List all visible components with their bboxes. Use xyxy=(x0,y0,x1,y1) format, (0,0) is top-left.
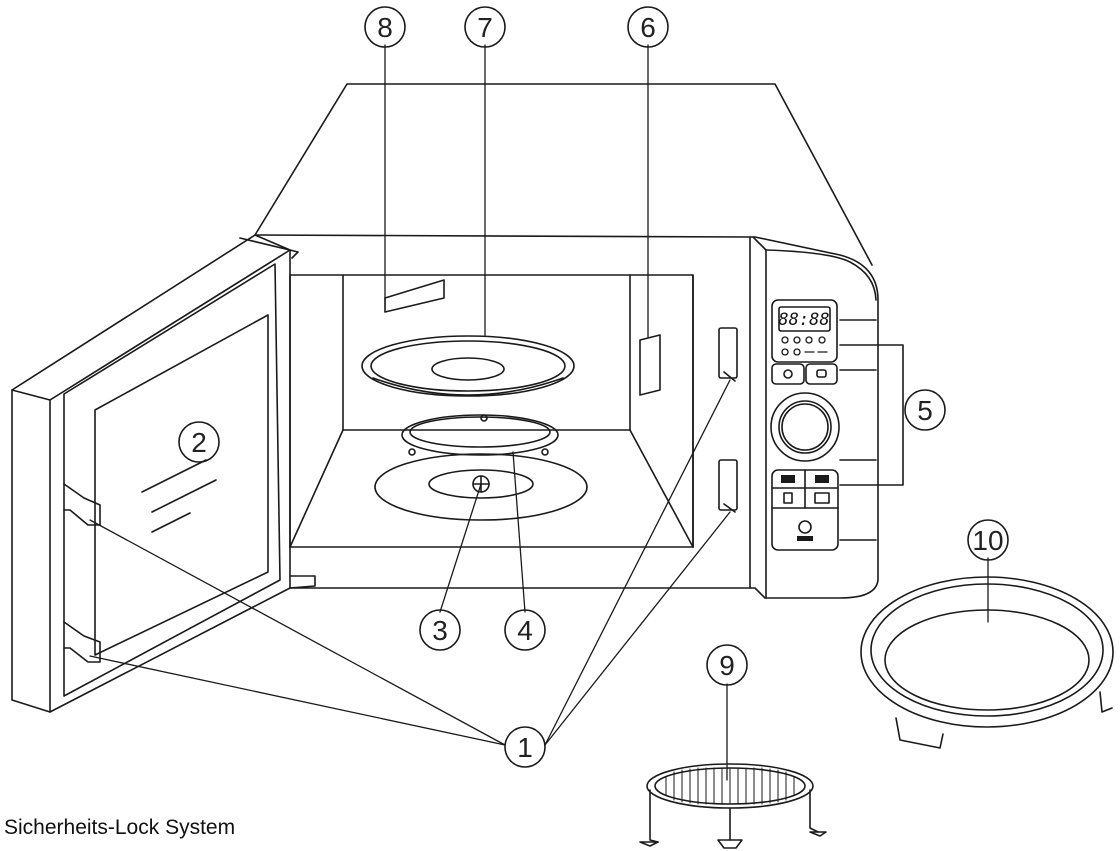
indicator-icons xyxy=(781,336,828,356)
control-dial[interactable] xyxy=(770,392,840,462)
callout-6: 6 xyxy=(627,6,669,48)
auto-cook-button[interactable] xyxy=(814,492,830,504)
callout-3: 3 xyxy=(419,609,461,651)
svg-text:10: 10 xyxy=(972,525,1003,556)
svg-text:1: 1 xyxy=(517,732,533,763)
callout-7: 7 xyxy=(464,6,506,48)
roller-ring xyxy=(401,414,559,456)
leader-lines xyxy=(89,44,989,781)
svg-text:5: 5 xyxy=(917,395,933,426)
callout-1: 1 xyxy=(504,726,546,768)
svg-text:8: 8 xyxy=(377,12,393,43)
menu-button[interactable] xyxy=(805,363,838,385)
control-panel: 88:88 xyxy=(770,299,840,551)
waveguide-cover xyxy=(384,279,445,313)
svg-text:3: 3 xyxy=(432,615,448,646)
bowl-icon xyxy=(816,369,827,378)
svg-text:7: 7 xyxy=(477,12,493,43)
callout-5-bracket xyxy=(839,344,904,486)
callout-8: 8 xyxy=(364,6,406,48)
callout-4: 4 xyxy=(504,609,546,651)
microwave-body xyxy=(254,83,879,599)
light-cover xyxy=(639,334,661,396)
svg-text:2: 2 xyxy=(191,427,207,458)
display-window xyxy=(771,299,838,363)
start-button[interactable] xyxy=(797,520,813,541)
callouts: 1 2 3 4 5 6 7 8 9 10 xyxy=(178,6,1009,768)
callout-10: 10 xyxy=(967,519,1009,561)
latch-holes xyxy=(718,327,738,513)
combi-button[interactable] xyxy=(815,475,829,483)
callout-9: 9 xyxy=(706,644,748,686)
svg-text:6: 6 xyxy=(640,12,656,43)
cavity xyxy=(289,274,694,548)
door xyxy=(11,234,316,713)
turntable-base xyxy=(374,453,588,521)
timer-button[interactable] xyxy=(771,363,805,385)
clock-icon xyxy=(783,369,793,379)
callout-5: 5 xyxy=(904,389,946,431)
weight-defrost-button[interactable] xyxy=(783,492,793,504)
svg-text:9: 9 xyxy=(719,650,735,681)
metal-rack xyxy=(639,763,827,849)
display-digits: 88:88 xyxy=(778,310,829,330)
glass-tray xyxy=(361,335,575,397)
grill-button[interactable] xyxy=(781,475,795,483)
crisp-plate xyxy=(860,576,1114,749)
svg-text:4: 4 xyxy=(517,615,533,646)
caption: Sicherheits-Lock System xyxy=(4,816,236,839)
callout-2: 2 xyxy=(178,421,220,463)
